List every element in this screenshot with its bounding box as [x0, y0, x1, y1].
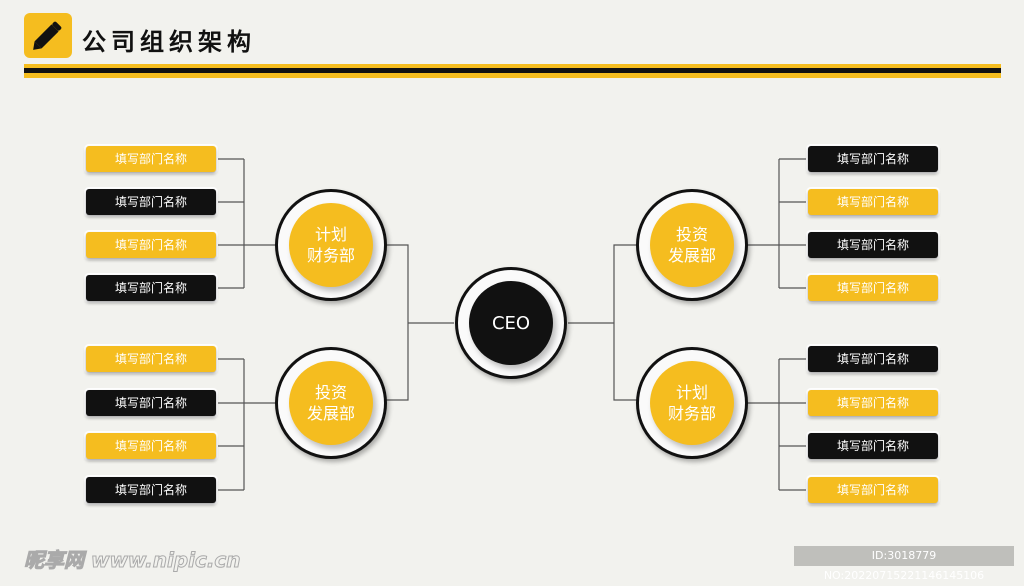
department-box[interactable]: 填写部门名称	[86, 146, 216, 172]
watermark-logo: 昵享网 www.nipic.cn	[24, 548, 242, 573]
pencil-icon	[24, 13, 72, 58]
department-box[interactable]: 填写部门名称	[86, 390, 216, 416]
department-name-line2: 财务部	[667, 404, 716, 423]
ceo-label: CEO	[491, 312, 531, 334]
department-name-line1: 投资	[314, 383, 347, 402]
department-box[interactable]: 填写部门名称	[86, 346, 216, 372]
image-id-label: ID:3018779 NO:20220715221146145106	[794, 546, 1014, 582]
department-box[interactable]: 填写部门名称	[86, 433, 216, 459]
header-divider-bottom	[24, 73, 1001, 78]
department-box[interactable]: 填写部门名称	[86, 275, 216, 301]
header-divider-top	[24, 64, 1001, 68]
department-node[interactable]: 投资发展部	[636, 189, 748, 301]
department-name-line1: 计划	[675, 383, 708, 402]
department-node-inner: 投资发展部	[650, 203, 734, 287]
ceo-node-inner: CEO	[469, 281, 553, 365]
department-box[interactable]: 填写部门名称	[808, 433, 938, 459]
department-node[interactable]: 投资发展部	[275, 347, 387, 459]
department-box[interactable]: 填写部门名称	[86, 477, 216, 503]
department-node[interactable]: 计划财务部	[636, 347, 748, 459]
department-box[interactable]: 填写部门名称	[808, 189, 938, 215]
department-node-inner: 投资发展部	[289, 361, 373, 445]
department-name-line2: 发展部	[306, 404, 355, 423]
department-box[interactable]: 填写部门名称	[86, 189, 216, 215]
department-box[interactable]: 填写部门名称	[808, 346, 938, 372]
department-name-line1: 投资	[675, 225, 708, 244]
department-node[interactable]: 计划财务部	[275, 189, 387, 301]
ceo-node[interactable]: CEO	[455, 267, 567, 379]
department-box[interactable]: 填写部门名称	[808, 232, 938, 258]
department-name-line2: 财务部	[306, 246, 355, 265]
department-box[interactable]: 填写部门名称	[808, 477, 938, 503]
header-divider-middle	[24, 68, 1001, 73]
department-node-inner: 计划财务部	[289, 203, 373, 287]
page-title: 公司组织架构	[82, 28, 256, 56]
department-box[interactable]: 填写部门名称	[808, 275, 938, 301]
department-box[interactable]: 填写部门名称	[808, 146, 938, 172]
department-name-line2: 发展部	[667, 246, 716, 265]
department-node-inner: 计划财务部	[650, 361, 734, 445]
department-name-line1: 计划	[314, 225, 347, 244]
department-box[interactable]: 填写部门名称	[86, 232, 216, 258]
department-box[interactable]: 填写部门名称	[808, 390, 938, 416]
